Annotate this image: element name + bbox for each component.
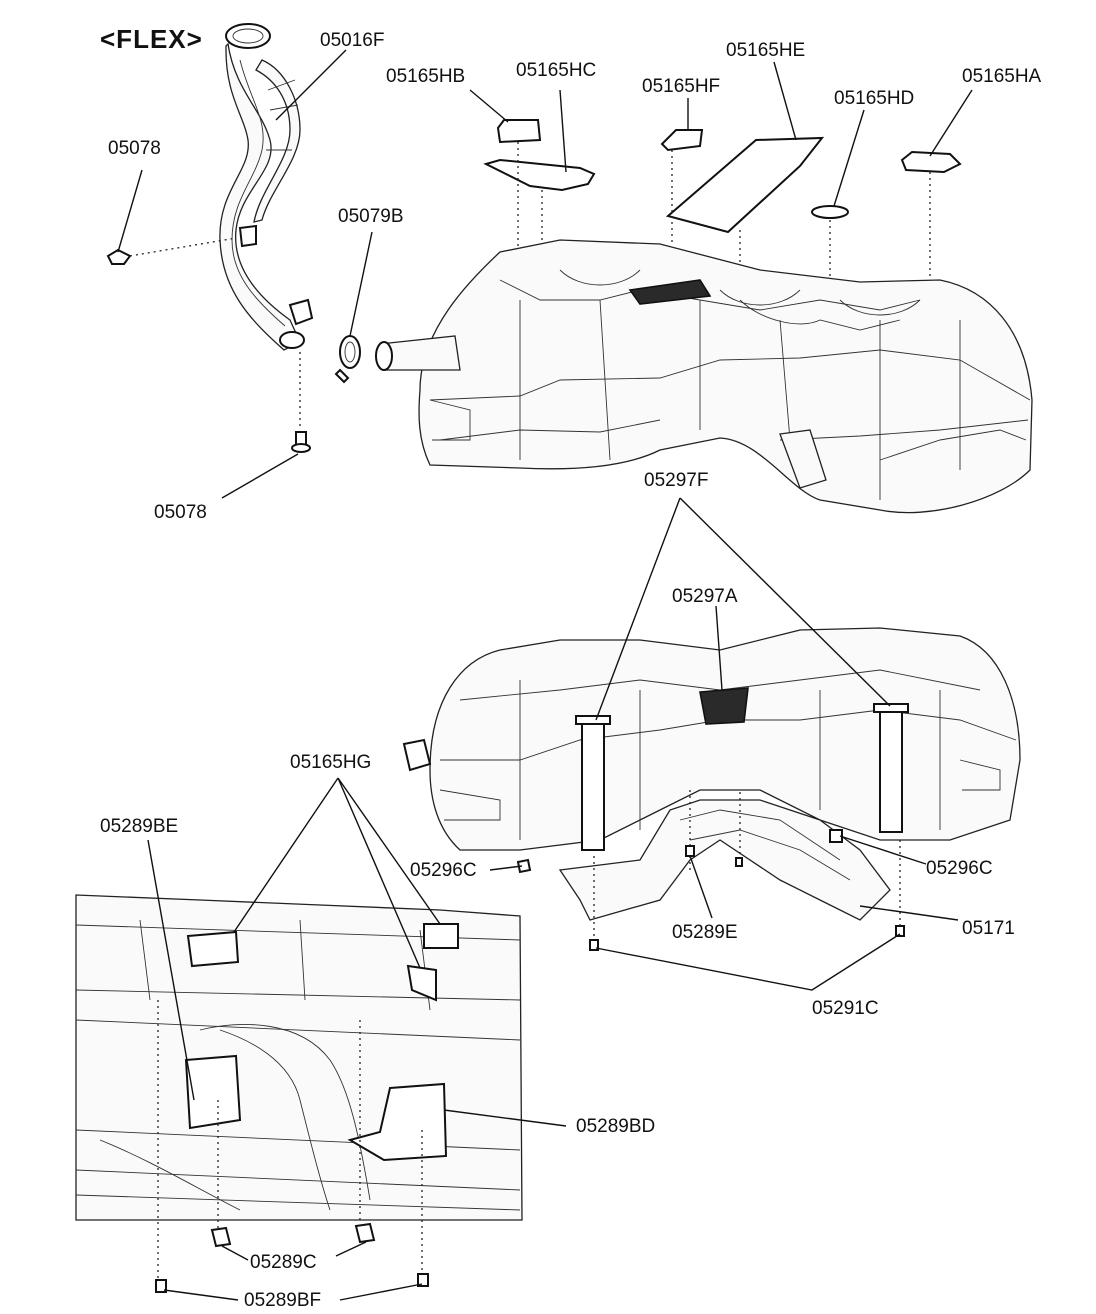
label-05078-bottom: 05078 [154,502,207,523]
clamp-05079B [334,335,361,384]
label-05079B: 05079B [338,206,404,227]
pad-05165HF [660,129,704,152]
pad-05165HC [483,158,596,192]
pad-05165HD [811,205,849,219]
strap-05297F-right [879,707,903,833]
diagram-title: <FLEX> [100,24,203,54]
pad-05165HE [665,136,825,234]
filler-neck-assembly [219,23,314,351]
nut-05289C-2 [354,1222,376,1244]
label-05165HD: 05165HD [834,88,914,109]
strap-05297F-left [581,719,605,851]
vehicle-underbody [75,894,523,1293]
nut-05289BF-1 [155,1279,167,1293]
label-05289BE: 05289BE [100,816,178,837]
pad-05165HG-3 [406,964,437,1002]
label-05165HG: 05165HG [290,752,371,773]
label-05296C-left: 05296C [410,860,477,881]
label-05165HB: 05165HB [386,66,465,87]
pad-05165HA [900,150,962,174]
fuel-tank-bottom-view [402,627,1021,921]
fasteners-bottom-tank [516,790,905,951]
nut-05289C-1 [210,1226,232,1248]
label-05297A: 05297A [672,586,738,607]
fuel-tank-top-view [375,239,1033,514]
pad-05165HG-1 [186,930,240,968]
pad-05165HG-2 [423,923,459,949]
clip-05078-top [106,237,237,265]
bracket-05289BD [347,1082,448,1162]
label-05289C: 05289C [250,1252,317,1273]
pad-05165HB [496,119,542,144]
label-05016F: 05016F [320,30,384,51]
bracket-05289BE [184,1054,242,1130]
bolt-05078-bottom [291,352,311,453]
label-05289BD: 05289BD [576,1116,655,1137]
label-05296C-right: 05296C [926,858,993,879]
label-05165HA: 05165HA [962,66,1042,87]
label-05291C: 05291C [812,998,879,1019]
label-05289BF: 05289BF [244,1290,321,1311]
label-05289E: 05289E [672,922,738,943]
label-05165HC: 05165HC [516,60,596,81]
label-05165HF: 05165HF [642,76,720,97]
leader-lines [117,49,973,1301]
label-05297F: 05297F [644,470,708,491]
nut-05289BF-2 [417,1273,429,1287]
label-05078-top: 05078 [108,138,161,159]
label-05165HE: 05165HE [726,40,805,61]
label-05171: 05171 [962,918,1015,939]
